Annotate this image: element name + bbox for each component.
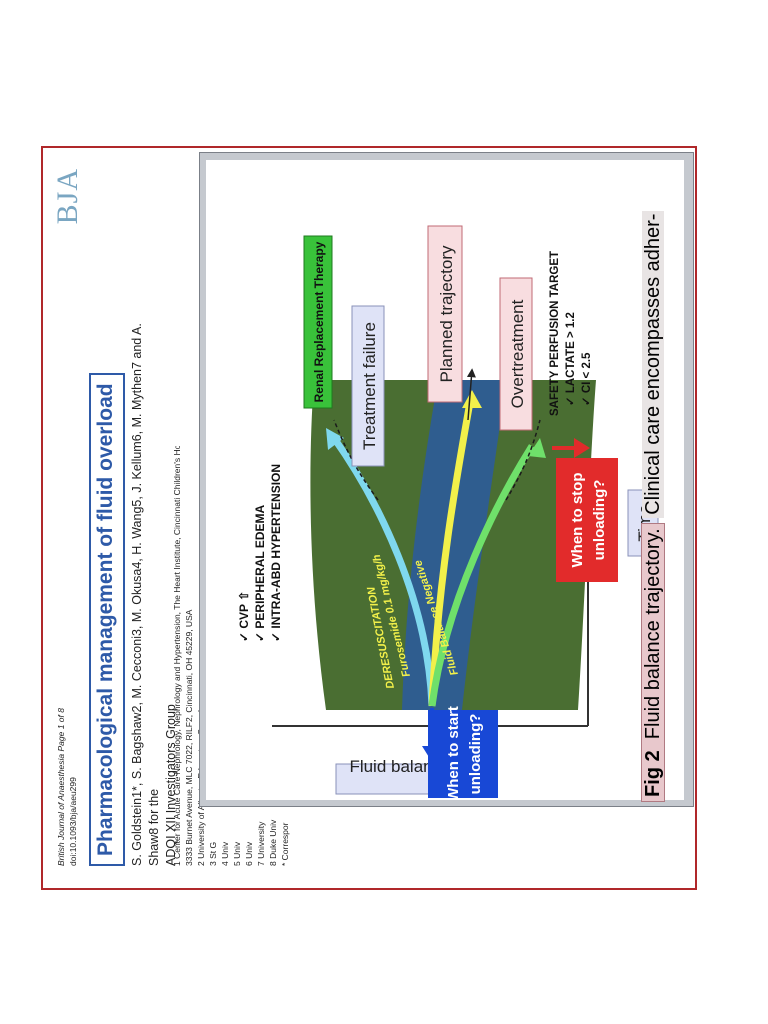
safety-ci: ✓ CI < 2.5 <box>581 352 593 406</box>
overtreatment-box <box>499 277 533 431</box>
check-edema: ✓ PERIPHERAL EDEMA <box>253 504 267 642</box>
fluid-balance-label: Fluid balance <box>349 757 450 776</box>
journal-header: British Journal of Anaesthesia Page 1 of… <box>55 708 79 866</box>
planned-trajectory-label: Planned trajectory <box>437 245 456 383</box>
overtreatment-arrow <box>428 444 535 707</box>
treatment-failure-arrow <box>331 435 436 707</box>
figure-caption: Fig 2 Fluid balance trajectory. Clinical… <box>641 148 665 802</box>
check-iah: ✓ INTRA-ABD HYPERTENSION <box>269 464 283 642</box>
treatment-failure-arrowhead <box>326 428 344 450</box>
bja-logo: BJA <box>51 168 84 225</box>
stop-unloading-line1: When to stop <box>569 473 586 568</box>
overtreatment-arrowhead <box>528 438 546 458</box>
dashed-lower <box>505 419 541 501</box>
caption-text: Clinical care encompasses adher- <box>642 210 664 518</box>
authors-line: S. Goldstein1*, S. Bagshaw2, M. Cecconi3… <box>130 323 161 866</box>
stop-unloading-line2: unloading? <box>591 480 608 561</box>
start-unloading-line2: unloading? <box>467 714 484 795</box>
journal-line: British Journal of Anaesthesia Page 1 of… <box>56 708 66 866</box>
planned-pointer <box>466 368 476 421</box>
safety-target-title: SAFETY PERFUSION TARGET <box>549 251 561 416</box>
affiliation: 3333 Burnet Avenue, MLC 7022, RILF2, Cin… <box>184 609 194 866</box>
treatment-failure-label: Treatment failure <box>360 322 379 450</box>
affiliation: 1 Center for Acute Care Nephrology, Neph… <box>172 446 182 866</box>
rotated-page: British Journal of Anaesthesia Page 1 of… <box>43 148 695 888</box>
safety-lactate: ✓ LACTATE > 1.2 <box>565 312 577 406</box>
page-frame: British Journal of Anaesthesia Page 1 of… <box>41 146 697 890</box>
stop-unloading-box <box>556 458 618 582</box>
figure-slide: Fluid balance When to start unloading? D… <box>206 160 684 802</box>
overtreatment-label: Overtreatment <box>508 299 527 408</box>
fluid-balance-diagram: Fluid balance When to start unloading? D… <box>237 225 659 802</box>
start-unloading-box <box>428 710 498 798</box>
doi[interactable]: doi:10.1093/bja/aeu299 <box>68 777 78 866</box>
start-unloading-line1: When to start <box>445 706 462 800</box>
planned-arrowhead <box>462 390 482 408</box>
planned-band <box>402 380 506 710</box>
rrt-label: Renal Replacement Therapy <box>312 241 326 402</box>
check-cvp: ✓ CVP ⇧ <box>237 591 251 642</box>
planned-arrow <box>428 401 474 707</box>
figure-panel: Fluid balance When to start unloading? D… <box>199 152 694 807</box>
article-title: Pharmacological management of fluid over… <box>89 373 125 866</box>
rrt-box <box>303 235 333 409</box>
dashed-upper <box>333 419 379 501</box>
fig-label: Fig 2 Fluid balance trajectory. <box>641 523 665 802</box>
stop-arrowhead <box>574 438 590 458</box>
treatment-failure-box <box>351 305 385 467</box>
caption-title: Fluid balance trajectory. <box>642 528 664 740</box>
planned-trajectory-box <box>427 225 463 403</box>
